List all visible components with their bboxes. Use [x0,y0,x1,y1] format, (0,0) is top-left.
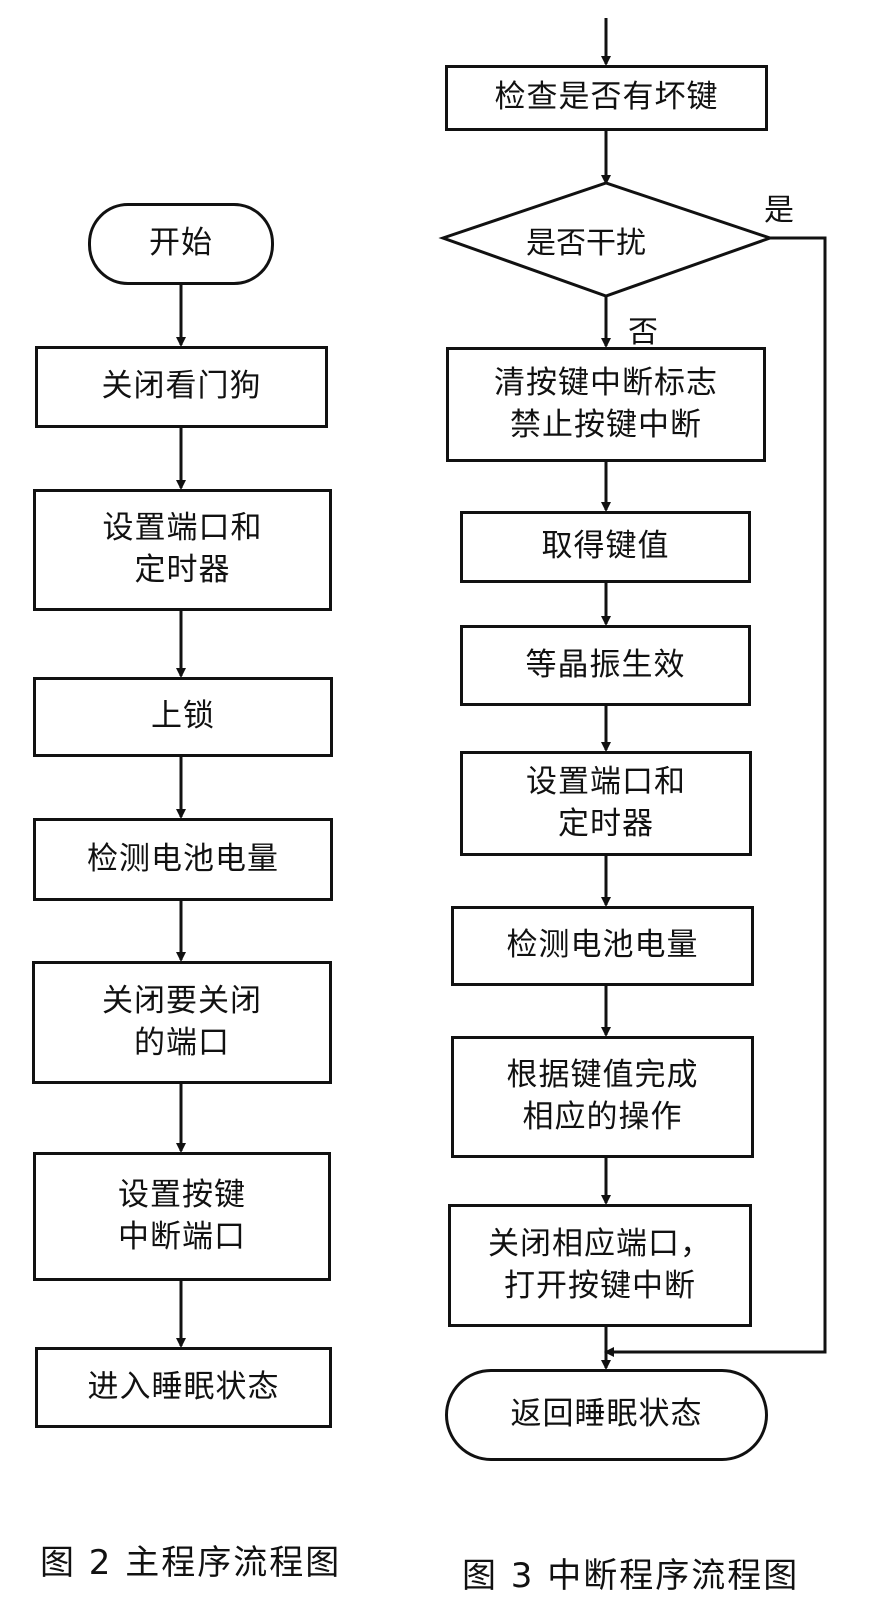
int-end-return-sleep: 返回睡眠状态 [445,1369,768,1461]
main-step-close-watchdog: 关闭看门狗 [35,346,328,428]
int-step-setup-ports-timer: 设置端口和 定时器 [460,751,752,856]
main-start-node: 开始 [88,203,274,285]
int-step-clear-flag: 清按键中断标志 禁止按键中断 [446,347,766,462]
main-step-close-ports: 关闭要关闭 的端口 [32,961,332,1084]
no-label: 否 [628,315,658,350]
yes-branch-line [604,236,827,1357]
int-step-check-broken-key: 检查是否有坏键 [445,65,768,131]
int-step-get-key-value: 取得键值 [460,511,751,583]
int-step-wait-crystal: 等晶振生效 [460,625,751,706]
main-step-check-battery: 检测电池电量 [33,818,333,901]
int-step-check-battery: 检测电池电量 [451,906,754,986]
main-step-setup-ports-timer: 设置端口和 定时器 [33,489,332,611]
yes-label: 是 [764,193,794,228]
interrupt-flow-caption: 图 3 中断程序流程图 [462,1556,800,1596]
decision-diamond [438,181,775,298]
decision-text: 是否干扰 [526,226,646,261]
main-step-setup-key-interrupt: 设置按键 中断端口 [33,1152,331,1281]
main-step-enter-sleep: 进入睡眠状态 [35,1347,332,1428]
int-step-do-operation: 根据键值完成 相应的操作 [451,1036,754,1158]
int-step-close-open-interrupt: 关闭相应端口， 打开按键中断 [448,1204,752,1327]
main-flow-caption: 图 2 主程序流程图 [40,1543,342,1583]
main-step-lock: 上锁 [33,677,333,757]
